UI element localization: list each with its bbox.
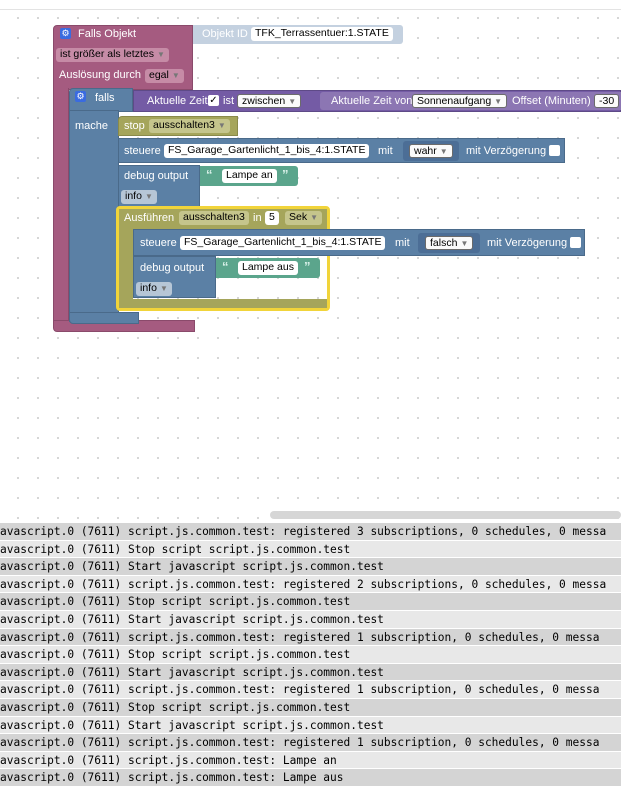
debug1-level-arrow-icon: ▼ [144, 192, 153, 201]
time-label: Aktuelle Zeit [147, 95, 208, 107]
control2-delay-checkbox[interactable] [570, 237, 581, 248]
if-settings-icon[interactable]: ⚙ [75, 91, 86, 102]
timeout-in-label: in [253, 212, 262, 224]
log-line: avascript.0 (7611) script.js.common.test… [0, 734, 621, 752]
log-line: avascript.0 (7611) Start javascript scri… [0, 663, 621, 682]
workspace-top-border [0, 9, 621, 10]
debug1-label: debug output [124, 170, 189, 182]
log-line: avascript.0 (7611) Stop script script.js… [0, 698, 621, 717]
debug1-close-quote-icon: ” [282, 167, 289, 182]
timeout-amount-field[interactable]: 5 [265, 211, 279, 225]
stop-dropdown-arrow-icon: ▼ [217, 121, 226, 130]
log-line: avascript.0 (7611) Start javascript scri… [0, 558, 621, 576]
log-line: avascript.0 (7611) script.js.common.test… [0, 628, 621, 647]
control2-dropdown-arrow-icon: ▼ [460, 239, 469, 248]
condition-dropdown-arrow-icon: ▼ [156, 50, 165, 59]
log-line: avascript.0 (7611) script.js.common.test… [0, 523, 621, 541]
control1-with-label: mit [378, 145, 393, 157]
control2-value-dropdown[interactable]: falsch▼ [425, 236, 474, 250]
control2-value: falsch [430, 237, 458, 249]
stop-dropdown[interactable]: ausschalten3▼ [149, 119, 230, 133]
timeout-name-field[interactable]: ausschalten3 [179, 211, 249, 225]
debug1-open-quote-icon: “ [206, 167, 213, 182]
log-line: avascript.0 (7611) Stop script script.js… [0, 646, 621, 664]
control1-value-dropdown[interactable]: wahr▼ [409, 144, 453, 158]
stop-label: stop [124, 120, 145, 132]
if-label: falls [95, 92, 115, 104]
timeout-block-outline [116, 206, 330, 311]
control2-object-field[interactable]: FS_Garage_Gartenlicht_1_bis_4:1.STATE [180, 236, 386, 250]
control1-delay-checkbox[interactable] [549, 145, 560, 156]
timeout-label: Ausführen [124, 212, 175, 224]
condition-value: ist größer als letztes [60, 48, 154, 60]
offset-label: Offset (Minuten) [512, 95, 591, 107]
do-label: mache [75, 120, 109, 132]
control1-object-field[interactable]: FS_Garage_Gartenlicht_1_bis_4:1.STATE [164, 144, 370, 158]
between-dropdown[interactable]: zwischen▼ [237, 94, 302, 108]
trigger-value: egal [149, 69, 169, 81]
debug-block-1[interactable] [118, 165, 200, 207]
debug2-label: debug output [140, 262, 205, 274]
debug2-level-dropdown[interactable]: info▼ [136, 282, 172, 296]
debug1-level: info [125, 190, 142, 202]
control2-label: steuere [140, 237, 177, 249]
control1-value: wahr [414, 145, 437, 157]
timeout-block-spine[interactable] [119, 228, 133, 300]
sun-dropdown[interactable]: Sonnenaufgang▼ [412, 94, 508, 108]
control1-delay-label: mit Verzögerung [466, 145, 547, 157]
log-line: avascript.0 (7611) Start javascript scri… [0, 610, 621, 629]
stop-value: ausschalten3 [153, 119, 215, 131]
trigger-dropdown[interactable]: egal▼ [145, 69, 184, 83]
object-id-field[interactable]: TFK_Terrassentuer:1.STATE [251, 27, 393, 41]
is-label: ist [223, 95, 234, 107]
control1-label: steuere [124, 145, 161, 157]
workspace-horizontal-scrollbar[interactable] [270, 511, 621, 519]
between-value: zwischen [242, 95, 286, 107]
control2-with-label: mit [395, 237, 410, 249]
offset-field[interactable]: -30 [594, 94, 620, 108]
time-checkbox[interactable]: ✓ [208, 95, 219, 106]
log-line: avascript.0 (7611) script.js.common.test… [0, 575, 621, 594]
trigger-title: Falls Objekt [78, 28, 137, 40]
log-panel: avascript.0 (7611) script.js.common.test… [0, 523, 621, 800]
debug2-level-arrow-icon: ▼ [159, 284, 168, 293]
trigger-block-spine[interactable] [53, 88, 69, 328]
condition-dropdown[interactable]: ist größer als letztes▼ [56, 48, 169, 62]
control1-dropdown-arrow-icon: ▼ [439, 147, 448, 156]
blockly-workspace[interactable]: ⚙ Falls Objekt Objekt ID TFK_Terrassentu… [0, 0, 621, 520]
time-from-label: Aktuelle Zeit von [331, 95, 413, 107]
timeout-unit: Sek [289, 211, 308, 223]
if-block-spine[interactable] [69, 110, 119, 322]
trigger-label: Auslösung durch [59, 69, 141, 81]
debug2-close-quote-icon: ” [304, 259, 311, 274]
debug1-text-field[interactable]: Lampe an [222, 169, 277, 183]
sun-dropdown-arrow-icon: ▼ [494, 97, 503, 106]
log-line: avascript.0 (7611) Stop script script.js… [0, 593, 621, 611]
trigger-dropdown-arrow-icon: ▼ [171, 71, 180, 80]
log-line: avascript.0 (7611) script.js.common.test… [0, 681, 621, 699]
debug1-level-dropdown[interactable]: info▼ [121, 190, 157, 204]
trigger-settings-icon[interactable]: ⚙ [60, 28, 71, 39]
timeout-unit-dropdown[interactable]: Sek▼ [285, 211, 323, 225]
debug2-text-field[interactable]: Lampe aus [238, 261, 298, 275]
log-line: avascript.0 (7611) script.js.common.test… [0, 751, 621, 770]
timeout-unit-arrow-icon: ▼ [310, 213, 319, 222]
debug2-open-quote-icon: “ [222, 259, 229, 274]
sun-value: Sonnenaufgang [417, 95, 492, 107]
between-dropdown-arrow-icon: ▼ [288, 97, 297, 106]
log-line: avascript.0 (7611) Stop script script.js… [0, 540, 621, 559]
timeout-block-bottom[interactable] [119, 299, 327, 308]
log-line: avascript.0 (7611) Start javascript scri… [0, 716, 621, 735]
debug2-level: info [140, 282, 157, 294]
if-block-bottom[interactable] [69, 312, 139, 324]
object-id-label: Objekt ID [202, 28, 248, 40]
control2-delay-label: mit Verzögerung [487, 237, 568, 249]
log-line: avascript.0 (7611) script.js.common.test… [0, 769, 621, 787]
